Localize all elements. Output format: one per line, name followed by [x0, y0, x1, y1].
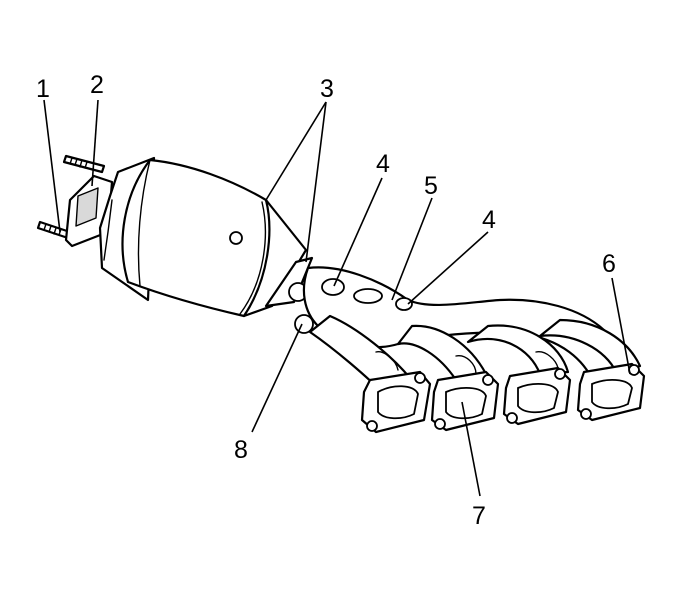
port-flange-2 — [430, 370, 500, 432]
callout-4-left: 4 — [376, 150, 390, 178]
leader-4a — [333, 177, 383, 287]
heat-shield-hole-left — [321, 278, 345, 296]
callout-3: 3 — [320, 75, 334, 103]
callout-7: 7 — [472, 502, 486, 530]
callout-5: 5 — [424, 172, 438, 200]
leader-lines — [43, 99, 631, 497]
drain-bolt-boss — [294, 314, 314, 334]
leader-3a — [265, 101, 327, 201]
stud-upper — [62, 154, 106, 174]
oxygen-sensor-boss — [353, 288, 383, 304]
leader-8 — [251, 323, 303, 433]
port-flange-4 — [576, 362, 646, 422]
callout-8: 8 — [234, 436, 248, 464]
manifold-runners — [308, 314, 642, 394]
port-flange-3 — [502, 366, 572, 426]
sensor-boss-hole — [229, 231, 243, 245]
leader-5 — [391, 197, 433, 301]
leader-2 — [91, 99, 99, 187]
leader-7 — [461, 401, 481, 497]
callout-4-right: 4 — [482, 206, 496, 234]
leader-6 — [611, 277, 631, 375]
callout-1: 1 — [36, 75, 50, 103]
leader-1 — [43, 99, 61, 233]
callout-2: 2 — [90, 71, 104, 99]
callout-6: 6 — [602, 250, 616, 278]
leader-3b — [305, 101, 327, 263]
leader-4b — [407, 231, 489, 305]
port-flange-1 — [360, 370, 432, 434]
heat-shield-hole-right — [395, 297, 413, 311]
